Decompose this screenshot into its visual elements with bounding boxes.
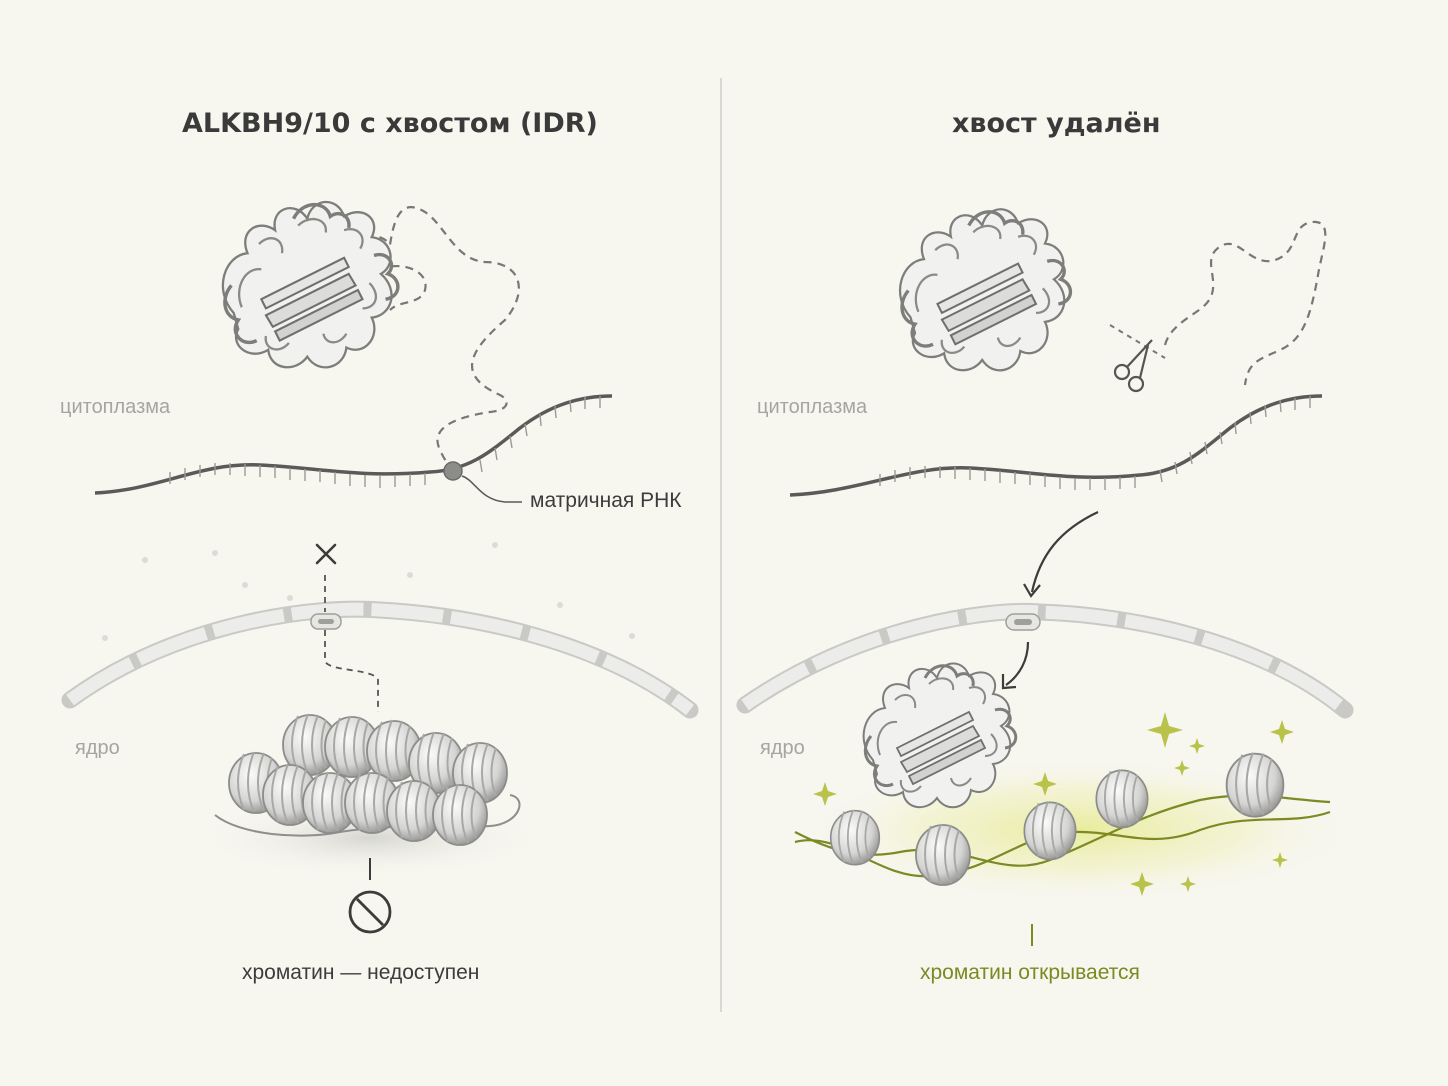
open-chromatin [794,751,1331,886]
left-nucleus-label: ядро [75,737,120,759]
mrna-leader-line [461,475,522,503]
scissors-icon [1113,339,1153,393]
sparkle-icons [813,712,1294,896]
mrna-strand-left [94,394,613,495]
import-arrow-lower [1005,641,1030,686]
mrna-bases-right [879,396,1311,490]
prohibited-icon [348,890,392,934]
cut-line [1109,324,1166,359]
detached-tail [1163,220,1327,386]
block-cross-icon [315,543,337,565]
right-panel-title: хвост удалён [952,108,1161,139]
left-panel-title: ALKBH9/10 с хвостом (IDR) [182,108,598,139]
compact-chromatin [195,713,545,878]
mrna-label: матричная РНК [530,489,682,512]
background-dots-left [102,542,635,641]
blocked-import-path [324,575,379,712]
nuclear-envelope-left [61,600,699,719]
import-arrow-upper [1030,511,1099,593]
tail-binding-site [443,461,463,481]
mrna-bases-left [169,396,601,488]
protein-with-tail [221,200,400,370]
right-cytoplasm-label: цитоплазма [757,396,868,418]
nuclear-envelope-right [736,603,1354,719]
mrna-strand-right [789,394,1323,497]
protein-without-tail [898,207,1073,373]
right-nucleus-label: ядро [760,737,805,759]
right-chromatin-status: хроматин открывается [920,961,1140,984]
left-cytoplasm-label: цитоплазма [60,396,171,418]
idr-tail [356,206,520,472]
left-chromatin-status: хроматин — недоступен [242,961,480,984]
